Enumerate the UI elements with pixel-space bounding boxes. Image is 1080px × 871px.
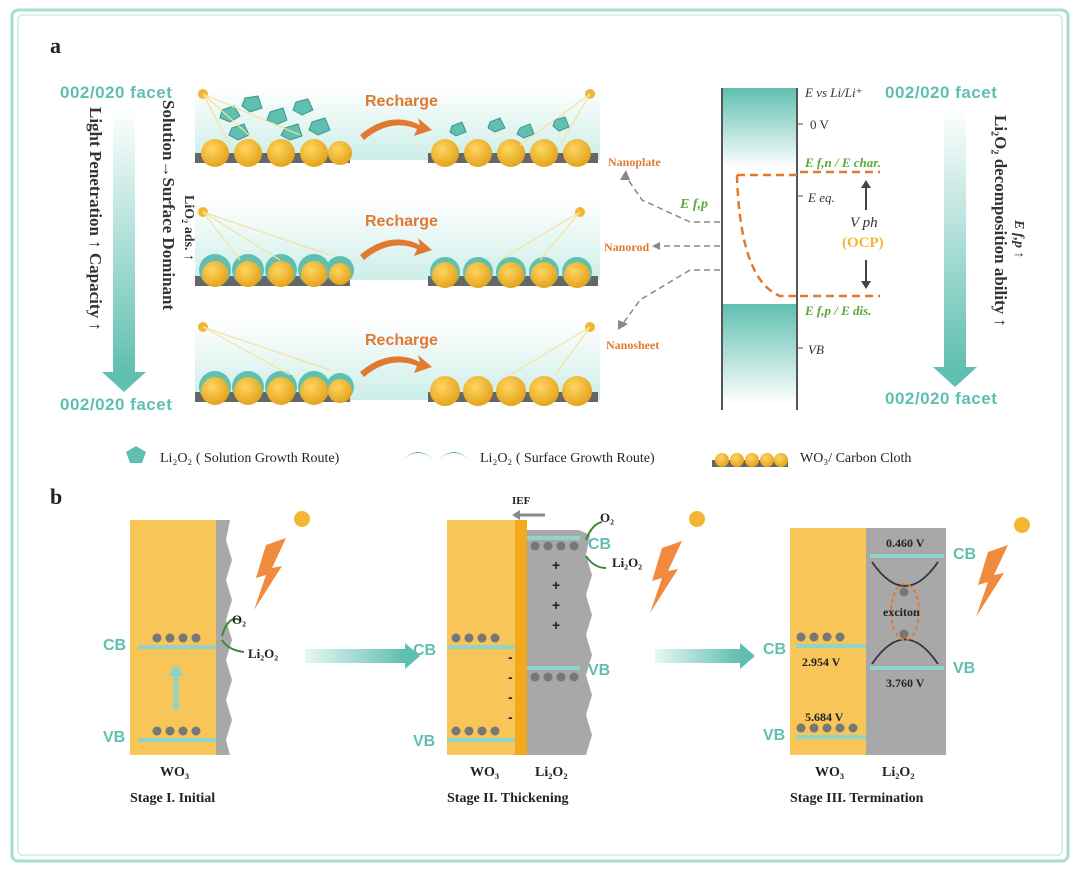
ief-label: IEF (512, 495, 531, 507)
stage1-diagram (130, 520, 245, 755)
legend-wo3: WO₃/ Carbon Cloth (800, 451, 912, 466)
vph-label: V ph (850, 215, 878, 231)
wo3-spheres-row2 (199, 254, 592, 288)
stage1-li2o2-label: Li₂O₂ (248, 646, 279, 661)
stage3-v2: 2.954 V (802, 655, 841, 669)
mid-arrow-sub: LiO₂ ads. ↑ (181, 195, 196, 262)
sun-icon-b (294, 511, 1030, 533)
recharge-label-1: Recharge (365, 93, 438, 110)
stage3-cb-right: CB (953, 546, 977, 563)
svg-text:+: + (552, 577, 560, 593)
vb-label-a: VB (808, 342, 824, 357)
stage3-vb-right: VB (953, 660, 976, 677)
recharge-label-3: Recharge (365, 332, 438, 349)
light-rays (202, 93, 591, 376)
nanosheet-label: Nanosheet (606, 338, 660, 352)
stage3-v1: 0.460 V (886, 536, 925, 550)
svg-text:-: - (508, 689, 513, 705)
eeq-label: E eq. (808, 190, 835, 205)
facet-label-bottom-right: 002/020 facet (885, 389, 998, 408)
stage2-material-li2o2: Li₂O₂ (535, 765, 568, 780)
stage3-cb-left: CB (763, 641, 787, 658)
efp-dis-label: E f,p / E dis. (805, 303, 872, 318)
stage3-material-wo3: WO₃ (815, 765, 845, 780)
stage2-vb-right: VB (588, 662, 611, 679)
stage3-v4: 5.684 V (805, 710, 844, 724)
stage1-vb-label: VB (103, 729, 126, 746)
efp-left-label: E f,p (680, 197, 708, 212)
stage2-cb-right: CB (588, 536, 612, 553)
stage-arrows (305, 643, 755, 669)
exciton-label: exciton (883, 605, 920, 619)
facet-label-top-right: 002/020 facet (885, 83, 998, 102)
stage2-title: Stage II. Thickening (447, 791, 569, 806)
svg-text:+: + (552, 597, 560, 613)
stage2-li2o2-label: Li₂O₂ (612, 555, 643, 570)
right-arrow-text: Li₂O₂ decomposition ability ↑ (991, 115, 1010, 327)
stage1-o2-label: O₂ (232, 612, 247, 627)
stage3-title: Stage III. Termination (790, 791, 924, 806)
zero-volt-label: 0 V (810, 117, 829, 132)
energy-axis-label: E vs Li/Li⁺ (805, 85, 863, 100)
svg-text:-: - (508, 669, 513, 685)
right-arrow-sub: E f,p ↑ (1011, 220, 1026, 259)
lightning-icon (254, 538, 1008, 617)
recharge-arrows (360, 118, 432, 377)
nanorod-label: Nanorod (604, 240, 650, 254)
li2o2-nanoplates (219, 95, 570, 141)
right-vertical-arrow (933, 108, 977, 387)
wo3-spheres-row3 (199, 371, 592, 406)
svg-text:-: - (508, 709, 513, 725)
recharge-label-2: Recharge (365, 213, 438, 230)
stage1-material: WO₃ (160, 765, 190, 780)
wo3-spheres-row1 (201, 139, 591, 167)
stage2-o2-label: O₂ (600, 510, 615, 525)
stage3-vb-left: VB (763, 727, 786, 744)
legend-icons (126, 446, 788, 467)
stage2-vb-left: VB (413, 733, 436, 750)
stage3-diagram (790, 528, 946, 755)
svg-text:-: - (508, 649, 513, 665)
legend-solution: Li₂O₂ ( Solution Growth Route) (160, 451, 340, 466)
panel-a-label: a (50, 33, 61, 58)
svg-text:+: + (552, 557, 560, 573)
stage1-title: Stage I. Initial (130, 791, 216, 806)
left-arrow-text: Light Penetration ↑ Capacity ↑ (86, 107, 105, 331)
facet-label-top-left: 002/020 facet (60, 83, 173, 102)
ocp-label: (OCP) (842, 235, 884, 251)
energy-band-diagram (618, 88, 880, 410)
stage2-diagram: + + + + - - - - (447, 510, 607, 755)
legend-surface: Li₂O₂ ( Surface Growth Route) (480, 451, 655, 466)
left-vertical-arrow (102, 108, 146, 392)
efn-label: E f,n / E char. (805, 155, 881, 170)
mid-arrow-text: Solution→Surface Dominant (159, 100, 178, 311)
panel-b-label: b (50, 484, 63, 509)
stage3-v3: 3.760 V (886, 676, 925, 690)
nanoplate-label: Nanoplate (608, 155, 661, 169)
stage1-cb-label: CB (103, 637, 127, 654)
stage3-material-li2o2: Li₂O₂ (882, 765, 915, 780)
svg-text:+: + (552, 617, 560, 633)
stage2-cb-left: CB (413, 642, 437, 659)
outer-frame (10, 8, 1070, 863)
facet-label-bottom-left: 002/020 facet (60, 395, 173, 414)
stage2-material-wo3: WO₃ (470, 765, 500, 780)
